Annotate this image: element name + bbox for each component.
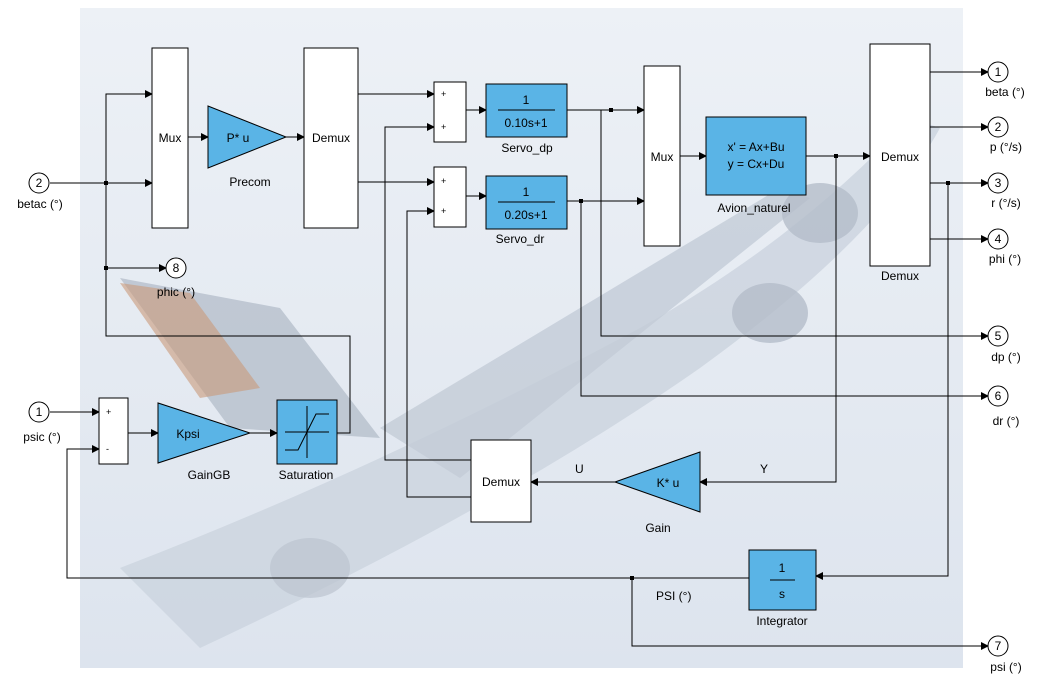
- demux-main-name: Demux: [881, 269, 919, 283]
- servo-dp-name: Servo_dp: [501, 141, 553, 155]
- signal-y-label: Y: [760, 462, 768, 476]
- kpsi-name: GainGB: [188, 468, 231, 482]
- sum1-sign-1: +: [441, 89, 446, 99]
- sum3-block[interactable]: [99, 398, 128, 464]
- outport-phic-num: 8: [173, 261, 180, 275]
- outport-dr-num: 6: [995, 389, 1002, 403]
- signal-u-label: U: [575, 462, 584, 476]
- integrator-name: Integrator: [756, 614, 807, 628]
- kpsi-text: Kpsi: [176, 427, 199, 441]
- outport-phic-label: phic (°): [157, 285, 195, 299]
- demux1-label: Demux: [312, 131, 350, 145]
- servo-dr-num: 1: [523, 185, 530, 199]
- outport-p-num: 2: [995, 120, 1002, 134]
- inport-betac-label: betac (°): [17, 197, 62, 211]
- inport-psic-num: 1: [36, 405, 43, 419]
- outport-beta-num: 1: [995, 65, 1002, 79]
- sum1-block[interactable]: [434, 82, 466, 142]
- precom-name: Precom: [229, 175, 270, 189]
- outport-p-label: p (°/s): [990, 140, 1022, 154]
- avion-line1: x' = Ax+Bu: [728, 140, 785, 154]
- inport-betac-num: 2: [36, 176, 43, 190]
- avion-naturel-block[interactable]: [706, 117, 806, 195]
- kpsi-gain-block[interactable]: [158, 403, 250, 463]
- servo-dr-name: Servo_dr: [496, 232, 545, 246]
- sum2-sign-1: +: [441, 176, 446, 186]
- mux1-label: Mux: [159, 131, 182, 145]
- k-gain-name: Gain: [645, 521, 670, 535]
- precom-text: P* u: [227, 131, 250, 145]
- outport-beta-label: beta (°): [985, 85, 1024, 99]
- integrator-num: 1: [779, 561, 786, 575]
- outport-dr-label: dr (°): [993, 414, 1020, 428]
- sum3-sign-2: -: [106, 444, 109, 454]
- saturation-name: Saturation: [279, 468, 334, 482]
- sum3-sign-1: +: [106, 407, 111, 417]
- signal-psi-label: PSI (°): [656, 589, 691, 603]
- k-gain-text: K* u: [657, 476, 680, 490]
- demux-bottom-label: Demux: [482, 475, 520, 489]
- outport-dp-num: 5: [995, 329, 1002, 343]
- servo-dp-num: 1: [523, 93, 530, 107]
- outport-r-num: 3: [995, 176, 1002, 190]
- sum1-sign-2: +: [441, 122, 446, 132]
- outport-r-label: r (°/s): [991, 196, 1020, 210]
- outport-psi-num: 7: [995, 639, 1002, 653]
- outport-psi-label: psi (°): [990, 660, 1021, 674]
- inport-psic-label: psic (°): [23, 430, 60, 444]
- outport-phi-label: phi (°): [989, 252, 1021, 266]
- avion-line2: y = Cx+Du: [728, 157, 785, 171]
- outport-phi-num: 4: [995, 232, 1002, 246]
- sum2-block[interactable]: [434, 167, 466, 227]
- integrator-den: s: [779, 587, 785, 601]
- mux2-label: Mux: [651, 150, 674, 164]
- demux-main-text: Demux: [881, 150, 919, 164]
- outport-dp-label: dp (°): [991, 350, 1020, 364]
- servo-dp-den: 0.10s+1: [504, 116, 547, 130]
- servo-dr-den: 0.20s+1: [504, 208, 547, 222]
- sum2-sign-2: +: [441, 206, 446, 216]
- avion-name: Avion_naturel: [717, 201, 790, 215]
